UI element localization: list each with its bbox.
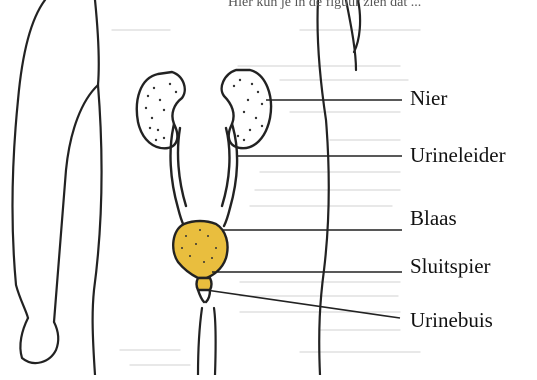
label-urinebuis: Urinebuis bbox=[410, 310, 493, 331]
body-outline bbox=[12, 0, 360, 375]
left-hip-line bbox=[93, 85, 102, 375]
left-torso-line bbox=[95, 0, 99, 85]
left-ureter-inner bbox=[178, 128, 186, 206]
crotch-line-left bbox=[198, 308, 202, 375]
right-ureter-inner bbox=[222, 128, 229, 206]
left-arm-inner-line bbox=[54, 85, 98, 322]
label-sluitspier: Sluitspier bbox=[410, 256, 491, 277]
leader-urinebuis bbox=[206, 290, 400, 318]
left-arm-outline bbox=[12, 100, 28, 318]
left-hand-outline bbox=[20, 318, 58, 363]
label-urineleider: Urineleider bbox=[410, 145, 506, 166]
label-blaas: Blaas bbox=[410, 208, 457, 229]
urethra bbox=[198, 290, 210, 302]
right-arm-line bbox=[346, 0, 356, 70]
left-shoulder-line bbox=[18, 0, 45, 100]
page-fragment-text: Hier kun je in de figuur zien dat ... bbox=[228, 0, 421, 10]
sphincter bbox=[197, 278, 212, 290]
label-nier: Nier bbox=[410, 88, 447, 109]
left-kidney bbox=[137, 72, 185, 148]
right-kidney bbox=[222, 70, 271, 148]
urinary-organs bbox=[137, 70, 271, 302]
crotch-line-right bbox=[214, 308, 216, 375]
right-torso-line bbox=[317, 0, 328, 375]
